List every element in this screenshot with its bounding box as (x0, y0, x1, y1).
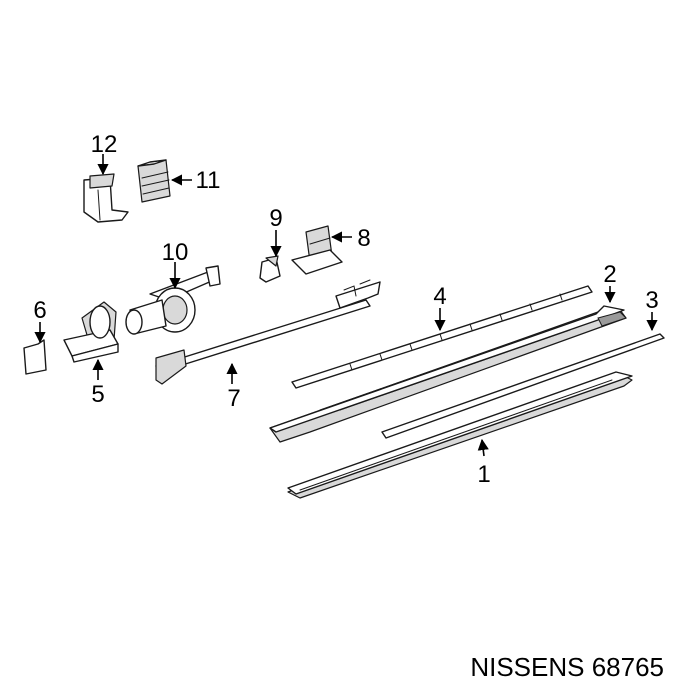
part-2-step-pad (269, 305, 627, 443)
part-4-molding (291, 285, 593, 389)
callout-3: 3 (645, 287, 658, 314)
part-number-caption: NISSENS 68765 (470, 652, 664, 682)
part-11-clip (137, 159, 171, 203)
callout-1: 1 (477, 461, 490, 488)
part-10-connector (125, 265, 221, 335)
callout-11: 11 (196, 167, 221, 194)
part-5-clip (63, 301, 119, 363)
part-12-bracket (83, 173, 129, 223)
part-8-clip (291, 225, 343, 275)
part-1-running-board (287, 371, 633, 499)
callout-2: 2 (603, 261, 616, 288)
callout-6: 6 (33, 297, 46, 324)
leader-lines (34, 154, 658, 457)
leader-1 (477, 438, 489, 457)
callout-10: 10 (162, 239, 189, 266)
callout-7: 7 (227, 385, 240, 412)
callout-5: 5 (91, 381, 104, 408)
callout-9: 9 (269, 205, 282, 232)
callout-numbers: 1 2 3 4 5 6 7 8 9 10 11 12 (33, 131, 658, 488)
part-7-strip (155, 279, 381, 385)
callout-8: 8 (357, 225, 370, 252)
callout-4: 4 (433, 283, 446, 310)
part-3-strip (381, 333, 665, 439)
callout-12: 12 (91, 131, 118, 158)
part-9-clip (259, 255, 281, 283)
part-6-bracket (23, 339, 47, 375)
